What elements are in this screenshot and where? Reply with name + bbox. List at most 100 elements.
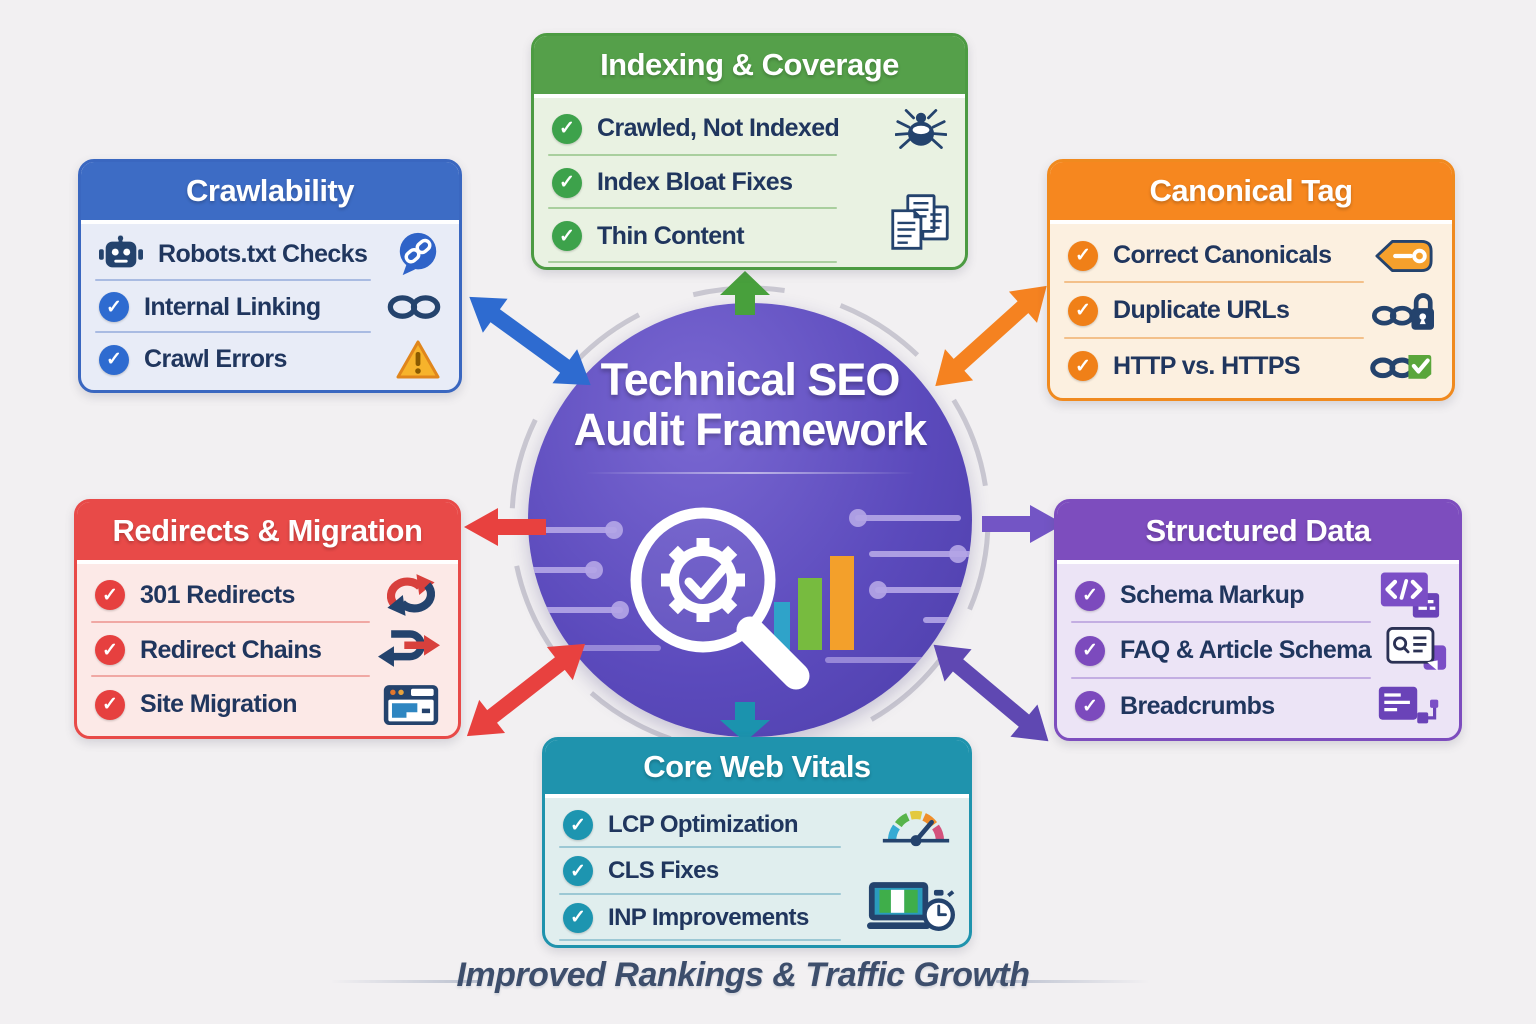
list-item: Thin Content: [534, 209, 965, 263]
check-circle-icon: [552, 167, 582, 198]
check-circle-icon: [95, 580, 125, 611]
list-item: 301 Redirects: [77, 568, 458, 623]
panel-canonical-header: Canonical Tag: [1050, 162, 1452, 220]
speedometer-icon: [882, 811, 950, 847]
bar-teal: [774, 601, 790, 650]
item-label: Breadcrumbs: [1120, 691, 1275, 720]
list-item: Index Bloat Fixes: [534, 156, 965, 210]
panel-corewebvitals-header: Core Web Vitals: [545, 740, 969, 794]
panel-title: Redirects & Migration: [112, 513, 423, 548]
list-item: INP Improvements: [545, 895, 969, 942]
arrow-structured-diagonal: [933, 644, 1049, 742]
list-item: Crawl Errors: [81, 333, 459, 386]
list-item: LCP Optimization: [545, 802, 969, 849]
panel-indexing-header: Indexing & Coverage: [534, 36, 965, 94]
panel-title: Crawlability: [186, 173, 355, 208]
check-circle-icon: [552, 221, 582, 252]
panel-structured-data: Structured Data Schema Markup FAQ & Arti…: [1054, 499, 1462, 741]
hub-title-line2: Audit Framework: [573, 404, 928, 456]
check-circle-icon: [552, 113, 582, 144]
hub-title: Technical SEO Audit Framework: [528, 354, 972, 456]
link-bubble-icon: [399, 233, 437, 276]
arrow-redirects-left: [464, 508, 546, 546]
crawler-bug-icon: [895, 108, 947, 149]
item-label: Duplicate URLs: [1113, 296, 1290, 325]
list-item: CLS Fixes: [545, 848, 969, 895]
arrow-structured-right: [982, 505, 1064, 543]
item-label: INP Improvements: [608, 903, 809, 931]
footer-divider-left: [330, 980, 482, 983]
arrow-corewebvitals-down: [720, 702, 770, 742]
arrow-indexing-up: [720, 271, 770, 315]
check-circle-icon: [1068, 295, 1098, 326]
item-label: Schema Markup: [1120, 581, 1305, 610]
arrow-canonical: [935, 285, 1047, 387]
list-item: Duplicate URLs: [1050, 283, 1452, 339]
code-card-icon: [1380, 572, 1440, 618]
breadcrumb-card-icon: [1378, 687, 1439, 724]
check-circle-icon: [1075, 635, 1105, 666]
link-https-icon: [1370, 355, 1432, 380]
list-item: Site Migration: [77, 677, 458, 732]
item-label: Crawl Errors: [144, 345, 287, 374]
panel-crawlability: Crawlability Robots.txt Checks Internal: [78, 159, 462, 393]
check-circle-icon: [1075, 580, 1105, 611]
panel-redirects-header: Redirects & Migration: [77, 502, 458, 560]
arrow-crawlability: [469, 296, 591, 386]
documents-icon: [891, 194, 949, 250]
item-label: FAQ & Article Schema: [1120, 636, 1372, 665]
panel-redirects-migration: Redirects & Migration 301 Redirects Redi…: [74, 499, 461, 739]
item-label: Site Migration: [140, 690, 297, 719]
center-hub: Technical SEO Audit Framework: [528, 303, 972, 737]
faq-card-icon: [1386, 627, 1447, 671]
check-circle-icon: [95, 635, 125, 665]
chain-link-icon: [387, 295, 441, 319]
list-item: Breadcrumbs: [1057, 679, 1459, 734]
panel-structured-header: Structured Data: [1057, 502, 1459, 560]
panel-core-web-vitals: Core Web Vitals LCP Optimization CLS Fi: [542, 737, 972, 948]
item-label: HTTP vs. HTTPS: [1113, 351, 1301, 380]
footer-tagline: Improved Rankings & Traffic Growth: [456, 956, 1030, 994]
panel-crawlability-header: Crawlability: [81, 162, 459, 220]
magnifier-gear-chart-icon: [528, 507, 972, 690]
check-circle-icon: [1075, 691, 1105, 722]
hub-divider: [585, 471, 915, 474]
check-circle-icon: [1068, 240, 1098, 271]
panel-title: Indexing & Coverage: [600, 47, 899, 82]
bar-green: [798, 577, 822, 650]
canonical-tag-icon: [1375, 239, 1433, 272]
list-item: Redirect Chains: [77, 623, 458, 678]
list-item: Internal Linking: [81, 281, 459, 334]
check-circle-icon: [1068, 351, 1098, 382]
hub-title-line1: Technical SEO: [600, 354, 901, 405]
item-label: Robots.txt Checks: [158, 239, 368, 268]
item-label: Index Bloat Fixes: [597, 168, 793, 196]
check-circle-icon: [99, 292, 129, 322]
robot-icon: [99, 235, 143, 268]
check-circle-icon: [95, 689, 125, 720]
panel-title: Core Web Vitals: [643, 749, 871, 784]
list-item: Robots.txt Checks: [81, 228, 459, 281]
item-label: Redirect Chains: [140, 635, 322, 664]
panel-title: Structured Data: [1145, 513, 1371, 548]
browser-icon: [383, 684, 439, 725]
check-circle-icon: [99, 344, 129, 375]
item-label: Internal Linking: [144, 292, 321, 321]
list-item: Schema Markup: [1057, 568, 1459, 624]
laptop-stopwatch-icon: [867, 882, 955, 931]
item-label: Thin Content: [597, 221, 745, 250]
chain-arrows-icon: [378, 630, 440, 667]
panel-indexing-coverage: Indexing & Coverage Crawled, Not Indexed…: [531, 33, 968, 270]
warning-triangle-icon: [396, 340, 440, 379]
panel-canonical-tag: Canonical Tag Correct Canonicals Duplica…: [1047, 159, 1455, 401]
item-label: CLS Fixes: [608, 857, 719, 885]
item-label: Correct Canonicals: [1113, 241, 1332, 270]
footer-divider-right: [996, 980, 1150, 983]
item-label: Crawled, Not Indexed: [597, 114, 840, 143]
item-label: 301 Redirects: [140, 580, 295, 609]
list-item: FAQ & Article Schema: [1057, 623, 1459, 679]
check-circle-icon: [563, 810, 593, 841]
panel-title: Canonical Tag: [1149, 173, 1353, 208]
bar-orange: [830, 555, 854, 650]
check-circle-icon: [563, 902, 593, 933]
